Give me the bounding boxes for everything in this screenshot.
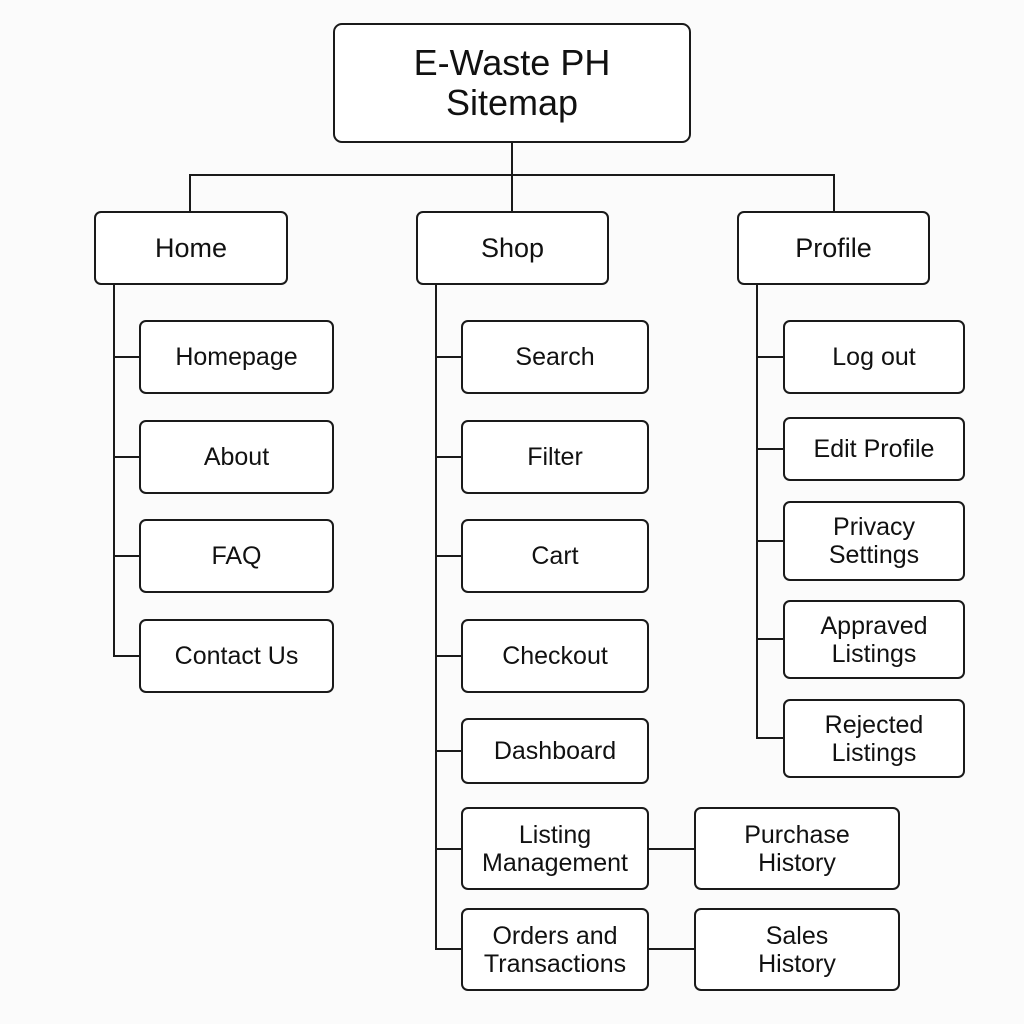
page-label-privacy-settings: Privacy Settings — [828, 513, 920, 569]
page-label-sales-history: Sales History — [758, 921, 836, 978]
page-node-checkout: Checkout — [461, 619, 649, 693]
page-node-dashboard: Dashboard — [461, 718, 649, 784]
page-node-cart: Cart — [461, 519, 649, 593]
section-node-shop: Shop — [416, 211, 609, 285]
page-label-orders-and-transactions: Orders and Transactions — [483, 921, 627, 978]
page-label-cart: Cart — [531, 542, 579, 570]
page-node-orders-and-transactions: Orders and Transactions — [461, 908, 649, 991]
page-node-log-out: Log out — [783, 320, 965, 394]
page-label-search: Search — [515, 343, 595, 371]
sitemap-title: E-Waste PH Sitemap — [413, 42, 611, 123]
page-label-purchase-history: Purchase History — [744, 820, 850, 877]
page-label-edit-profile: Edit Profile — [813, 435, 935, 463]
page-node-listing-management: Listing Management — [461, 807, 649, 890]
sitemap-title-node: E-Waste PH Sitemap — [333, 23, 691, 143]
page-label-faq: FAQ — [211, 542, 262, 570]
page-label-dashboard: Dashboard — [493, 737, 617, 765]
page-node-filter: Filter — [461, 420, 649, 494]
section-node-profile: Profile — [737, 211, 930, 285]
page-node-rejected-listings: Rejected Listings — [783, 699, 965, 778]
page-label-approved-listings: Appraved Listings — [820, 611, 928, 668]
section-label-home: Home — [154, 233, 228, 263]
page-label-homepage: Homepage — [175, 343, 298, 371]
page-node-about: About — [139, 420, 334, 494]
page-node-sales-history: Sales History — [694, 908, 900, 991]
page-node-homepage: Homepage — [139, 320, 334, 394]
page-node-purchase-history: Purchase History — [694, 807, 900, 890]
page-node-approved-listings: Appraved Listings — [783, 600, 965, 679]
page-node-search: Search — [461, 320, 649, 394]
page-label-listing-management: Listing Management — [482, 820, 628, 877]
section-node-home: Home — [94, 211, 288, 285]
section-label-profile: Profile — [795, 233, 872, 263]
page-node-contact-us: Contact Us — [139, 619, 334, 693]
page-node-edit-profile: Edit Profile — [783, 417, 965, 481]
page-label-checkout: Checkout — [502, 642, 608, 670]
section-label-shop: Shop — [480, 233, 545, 263]
page-label-rejected-listings: Rejected Listings — [824, 710, 924, 767]
page-label-filter: Filter — [527, 443, 583, 471]
page-node-privacy-settings: Privacy Settings — [783, 501, 965, 581]
page-label-contact-us: Contact Us — [174, 642, 299, 670]
page-label-about: About — [203, 443, 270, 471]
page-label-log-out: Log out — [832, 343, 916, 371]
page-node-faq: FAQ — [139, 519, 334, 593]
